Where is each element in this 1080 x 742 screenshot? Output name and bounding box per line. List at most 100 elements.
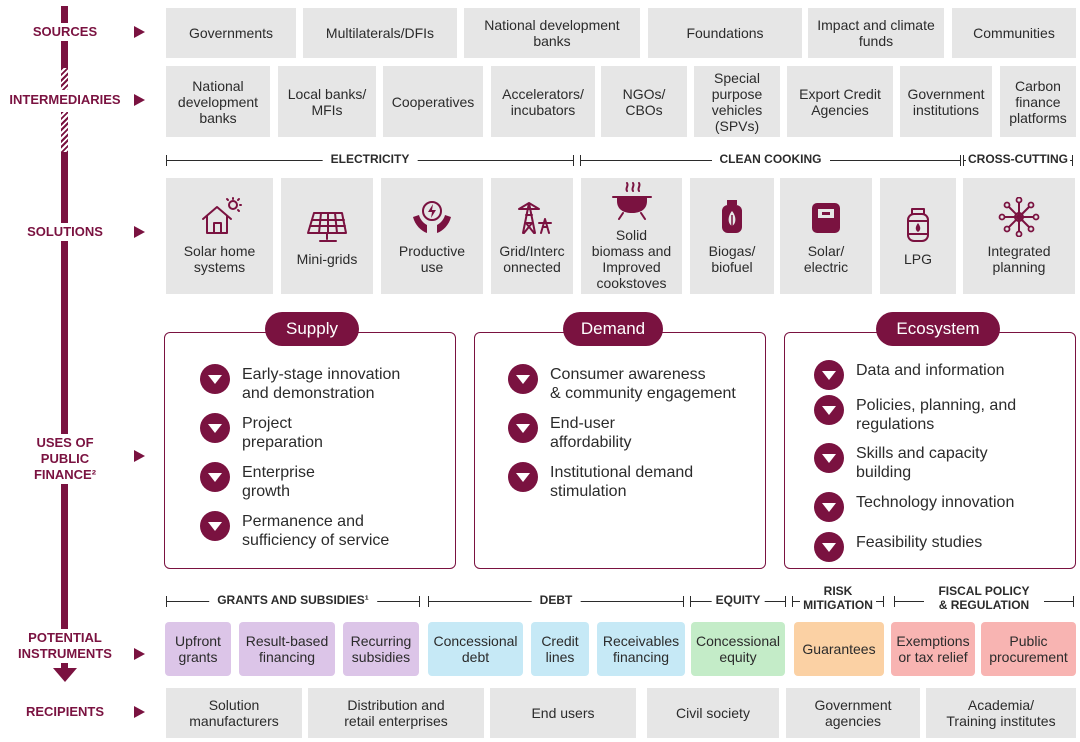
row-arrow-intermediaries-icon — [134, 94, 145, 106]
recipient-government-agencies-line: agencies — [824, 713, 882, 729]
intermediary-government-institutions-line: Government — [907, 85, 985, 102]
intermediary-accelerators-incubators-line: Accelerators/ — [502, 85, 584, 102]
bracket-label-risk-line: MITIGATION — [803, 598, 873, 612]
solution-mini-grids-line: Mini-grids — [296, 251, 358, 267]
bracket-clean-cooking: CLEAN COOKING — [580, 152, 961, 167]
recipient-end-users: End users — [490, 688, 636, 738]
solution-solar-electric-line: electric — [803, 259, 849, 275]
row-arrow-uses-icon — [134, 450, 145, 462]
instrument-guarantees-text: Guarantees — [802, 641, 875, 657]
solution-productive-use-line: use — [420, 259, 444, 275]
ecosystem-item-data-and-information-text: Data and information — [856, 361, 1005, 380]
ecosystem-item-policies-planning-and-regulations-line: Policies, planning, and — [856, 397, 1017, 414]
ecosystem-item-technology-innovation-line: Technology innovation — [856, 494, 1015, 511]
bracket-label-electricity: ELECTRICITY — [322, 152, 418, 167]
row-label-uses-line: USES OF — [36, 435, 94, 450]
instrument-concessional-equity-line: Concessional — [695, 633, 781, 649]
source-impact-and-climate-funds-line: funds — [858, 33, 894, 49]
flow-down-arrow-icon — [53, 668, 77, 682]
solution-biogas-biofuel-line: Biogas/ — [708, 243, 756, 259]
source-national-development-banks-line: banks — [533, 33, 571, 49]
solution-productive-use-line: Productive — [398, 243, 466, 259]
intermediary-local-banks-mfis-line: MFIs — [311, 101, 343, 118]
intermediary-special-purpose-vehicles-spvs-line: vehicles — [711, 101, 763, 118]
bracket-label-risk-line: RISK — [823, 584, 853, 598]
solution-biogas-biofuel-text: Biogas/biofuel — [709, 243, 756, 275]
source-multilaterals-dfis-text: Multilaterals/DFIs — [326, 25, 434, 41]
row-label-instruments-line: POTENTIAL — [28, 630, 102, 645]
instrument-exemptions-or-tax-relief-line: Exemptions — [896, 633, 970, 649]
chevron-down-icon — [814, 395, 844, 425]
ecosystem-item-feasibility-studies-line: Feasibility studies — [856, 534, 983, 551]
cooking-pot-icon — [611, 182, 652, 220]
source-communities: Communities — [952, 8, 1076, 58]
ecosystem-item-feasibility-studies: Feasibility studies — [814, 532, 983, 562]
supply-item-permanence-and-sufficiency-of-service-line: sufficiency of service — [242, 532, 390, 549]
row-label-solutions: SOLUTIONS — [0, 223, 130, 241]
recipient-civil-society-line: Civil society — [676, 705, 750, 721]
instrument-concessional-equity-line: equity — [719, 649, 757, 665]
demand-item-institutional-demand-stimulation-line: Institutional demand — [550, 464, 694, 481]
transmission-tower-icon — [518, 202, 552, 234]
bracket-label-cross-cutting: CROSS-CUTTING — [966, 152, 1070, 167]
recipient-solution-manufacturers-line: manufacturers — [189, 713, 279, 729]
instrument-public-procurement-line: Public — [1009, 633, 1048, 649]
chevron-down-icon — [508, 413, 538, 443]
solar-home-icon — [201, 197, 242, 234]
solution-integrated-planning-line: Integrated — [987, 243, 1051, 259]
row-label-instruments: POTENTIAL INSTRUMENTS — [0, 629, 130, 663]
instrument-concessional-debt-line: debt — [461, 649, 490, 665]
solution-integrated-planning-line: planning — [992, 259, 1046, 275]
recipient-distribution-and-retail-enterprises-line: retail enterprises — [344, 713, 448, 729]
source-governments: Governments — [166, 8, 296, 58]
recipient-distribution-and-retail-enterprises-line: Distribution and — [347, 697, 445, 713]
instrument-upfront-grants-line: grants — [178, 649, 218, 665]
demand-item-consumer-awareness-community-engagement-line: & community engagement — [550, 385, 736, 402]
hands-energy-icon — [413, 201, 451, 233]
solution-solar-home-systems-line: Solar home — [183, 243, 256, 259]
chevron-down-icon — [814, 532, 844, 562]
solution-biogas-biofuel: Biogas/biofuel — [690, 178, 774, 294]
row-label-uses-line: PUBLIC — [40, 451, 90, 466]
intermediary-local-banks-mfis-text: Local banks/MFIs — [288, 86, 367, 118]
solution-grid-interc-onnected-line: onnected — [503, 259, 561, 275]
intermediary-cooperatives-line: Cooperatives — [391, 93, 475, 110]
flow-spine-hatch-2 — [61, 112, 68, 152]
intermediary-cooperatives: Cooperatives — [383, 66, 483, 137]
supply-item-permanence-and-sufficiency-of-service-line: Permanence and — [242, 513, 364, 530]
solution-lpg-line: LPG — [903, 251, 932, 267]
pill-supply: Supply — [265, 312, 359, 346]
instrument-guarantees: Guarantees — [794, 622, 884, 676]
ecosystem-item-skills-and-capacity-building-line: Skills and capacity — [856, 445, 988, 462]
bracket-label-equity: EQUITY — [711, 593, 765, 608]
chevron-down-icon — [814, 360, 844, 390]
bracket-label-fiscal-line: & REGULATION — [938, 598, 1030, 612]
row-label-recipients: RECIPIENTS — [0, 703, 130, 721]
source-communities-line: Communities — [973, 25, 1055, 41]
recipient-end-users-line: End users — [531, 705, 595, 721]
pill-demand: Demand — [563, 312, 663, 346]
intermediary-ngos-cbos-line: CBOs — [625, 101, 663, 118]
solution-solid-biomass-and-improved-cookstoves-line: biomass and — [591, 243, 672, 259]
lpg-cylinder-icon — [907, 208, 929, 242]
